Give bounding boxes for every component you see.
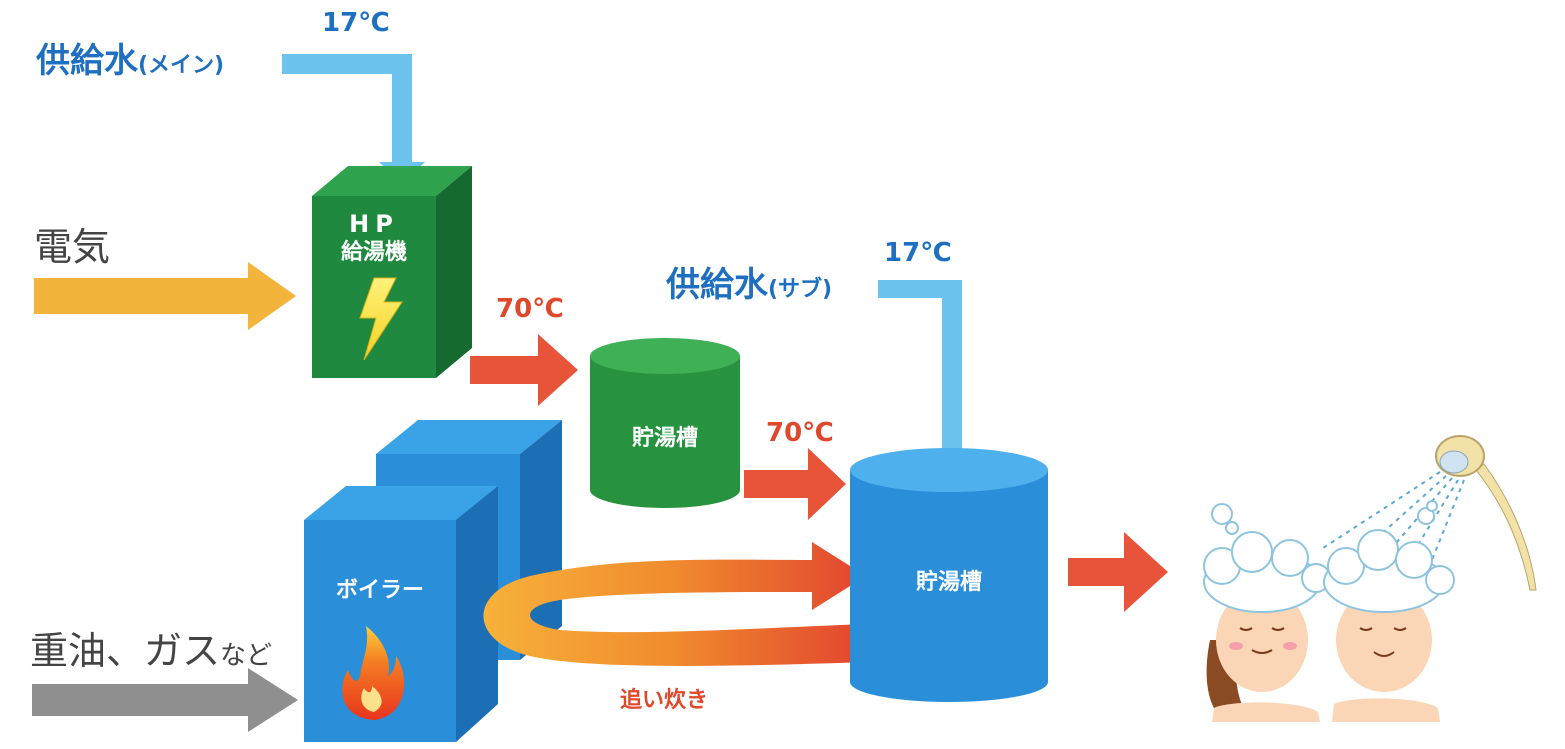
electricity-arrow	[34, 262, 296, 330]
supply-sub-label: 供給水(サブ)	[666, 265, 833, 305]
supply-sub-temp: 17℃	[884, 238, 952, 268]
tank-to-tank-arrow	[744, 448, 846, 520]
fuel-suffix: など	[220, 641, 273, 671]
supply-sub-sublabel: (サブ)	[768, 277, 833, 302]
sub-supply-pipe	[878, 280, 974, 480]
hp-heater-box	[312, 166, 472, 378]
bathing-people-icon	[1203, 500, 1455, 722]
fuel-arrow	[32, 668, 298, 732]
boiler-label: ボイラー	[335, 578, 424, 603]
supply-main-sublabel: (メイン)	[138, 53, 225, 78]
large-storage-tank	[850, 448, 1048, 702]
large-tank-label: 貯湯槽	[915, 570, 982, 595]
small-storage-tank	[590, 338, 740, 508]
main-supply-pipe	[282, 54, 425, 184]
tank-output-temp: 70℃	[766, 418, 834, 448]
output-arrow	[1068, 532, 1168, 612]
electricity-label: 電気	[34, 225, 111, 269]
fuel-label: 重油、ガスなど	[30, 629, 273, 673]
hp-output-temp: 70℃	[496, 294, 564, 324]
hp-label-line1: HP	[349, 210, 399, 238]
small-tank-label: 貯湯槽	[631, 426, 698, 451]
supply-main-label: 供給水(メイン)	[36, 41, 225, 81]
supply-main-temp: 17℃	[322, 8, 390, 38]
boiler-front-box	[304, 486, 498, 742]
hp-label-line2: 給湯機	[340, 240, 407, 265]
reheat-label: 追い炊き	[620, 688, 709, 713]
flame-icon	[342, 626, 405, 720]
reheat-loop-arrow	[483, 542, 866, 666]
hp-to-tank-arrow	[470, 334, 578, 406]
lightning-icon	[359, 277, 403, 361]
